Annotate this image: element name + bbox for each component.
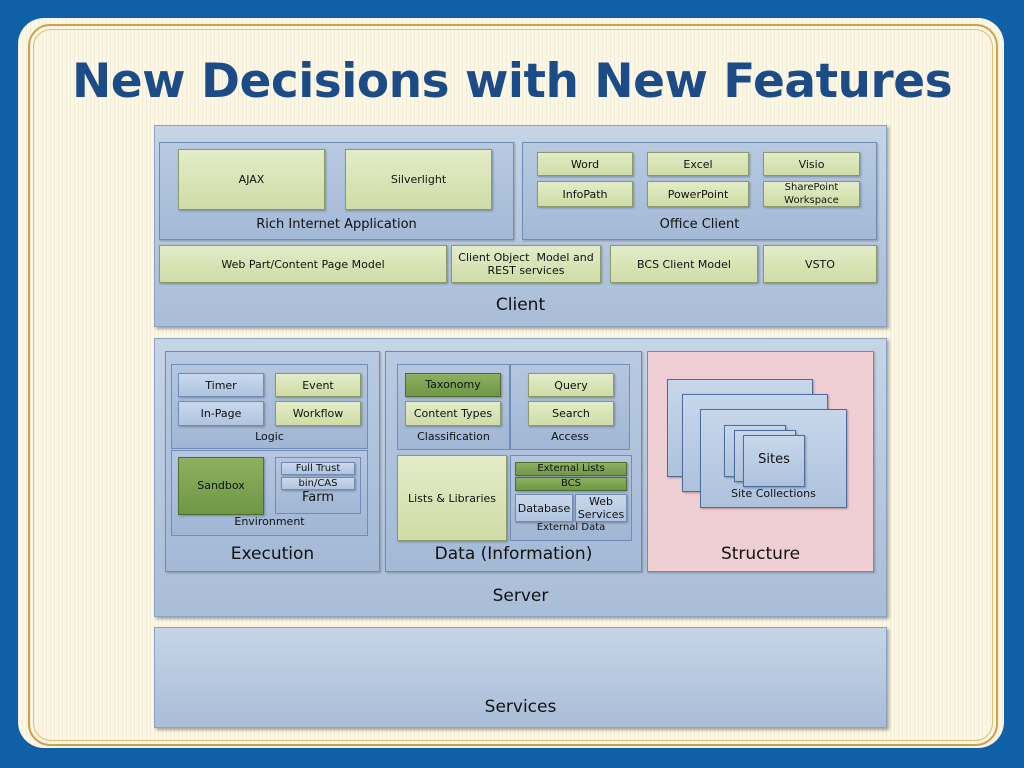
office-client-label: Office Client (659, 217, 740, 232)
powerpoint-box: PowerPoint (647, 181, 749, 207)
excel-box: Excel (647, 152, 749, 176)
ajax-box: AJAX (178, 149, 325, 210)
content-types-box: Content Types (405, 401, 501, 426)
farm-label: Farm (301, 490, 335, 505)
client-tier-label: Client (495, 295, 546, 315)
external-lists-box: External Lists (515, 462, 627, 476)
sites-label: Sites (758, 452, 790, 467)
slide-frame-outer (28, 24, 998, 746)
data-information-label: Data (Information) (434, 544, 593, 564)
taxonomy-box: Taxonomy (405, 373, 501, 397)
silverlight-box: Silverlight (345, 149, 492, 210)
access-label: Access (551, 430, 589, 443)
visio-box: Visio (763, 152, 860, 176)
classification-label: Classification (417, 430, 490, 443)
execution-label: Execution (230, 544, 315, 564)
database-box: Database (515, 494, 573, 522)
web-part-model-box: Web Part/Content Page Model (159, 245, 447, 283)
site-collections-label: Site Collections (731, 487, 816, 500)
query-box: Query (528, 373, 614, 397)
timer-box: Timer (178, 373, 264, 397)
web-services-box: Web Services (575, 494, 627, 522)
environment-label: Environment (234, 515, 305, 528)
in-page-box: In-Page (178, 401, 264, 426)
word-box: Word (537, 152, 633, 176)
bcs-box: BCS (515, 477, 627, 491)
external-data-label: External Data (536, 522, 606, 533)
event-box: Event (275, 373, 361, 397)
sharepoint-workspace-box: SharePoint Workspace (763, 181, 860, 207)
structure-label: Structure (720, 544, 801, 564)
full-trust-box: Full Trust (281, 462, 355, 475)
bin-cas-box: bin/CAS (281, 477, 355, 490)
services-tier (154, 627, 887, 728)
server-tier-label: Server (492, 586, 549, 606)
workflow-box: Workflow (275, 401, 361, 426)
ria-label: Rich Internet Application (256, 217, 417, 232)
sandbox-box: Sandbox (178, 457, 264, 515)
site-stack-front (743, 435, 805, 487)
infopath-box: InfoPath (537, 181, 633, 207)
logic-label: Logic (255, 430, 284, 443)
lists-libraries-box: Lists & Libraries (397, 455, 507, 541)
client-object-model-box: Client Object Model and REST services (451, 245, 601, 283)
search-box: Search (528, 401, 614, 426)
slide-title: New Decisions with New Features (71, 54, 953, 109)
vsto-box: VSTO (763, 245, 877, 283)
slide-frame-inner (33, 29, 993, 741)
services-tier-label: Services (484, 697, 557, 717)
bcs-client-model-box: BCS Client Model (610, 245, 758, 283)
